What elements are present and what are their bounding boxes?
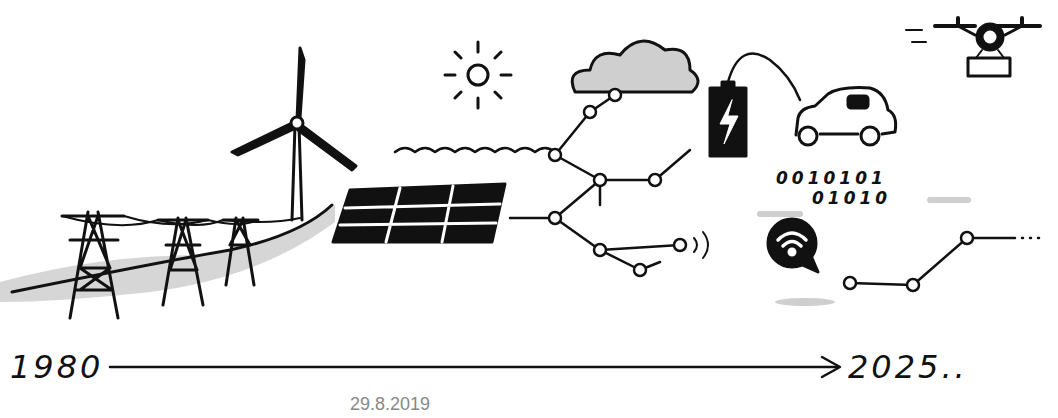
start-year: 1980: [10, 348, 103, 386]
binary-text: 01010: [812, 188, 891, 208]
end-year: 2025..: [848, 348, 968, 386]
binary-text: 0010101: [776, 168, 887, 188]
date-note: 29.8.2019: [350, 394, 430, 415]
